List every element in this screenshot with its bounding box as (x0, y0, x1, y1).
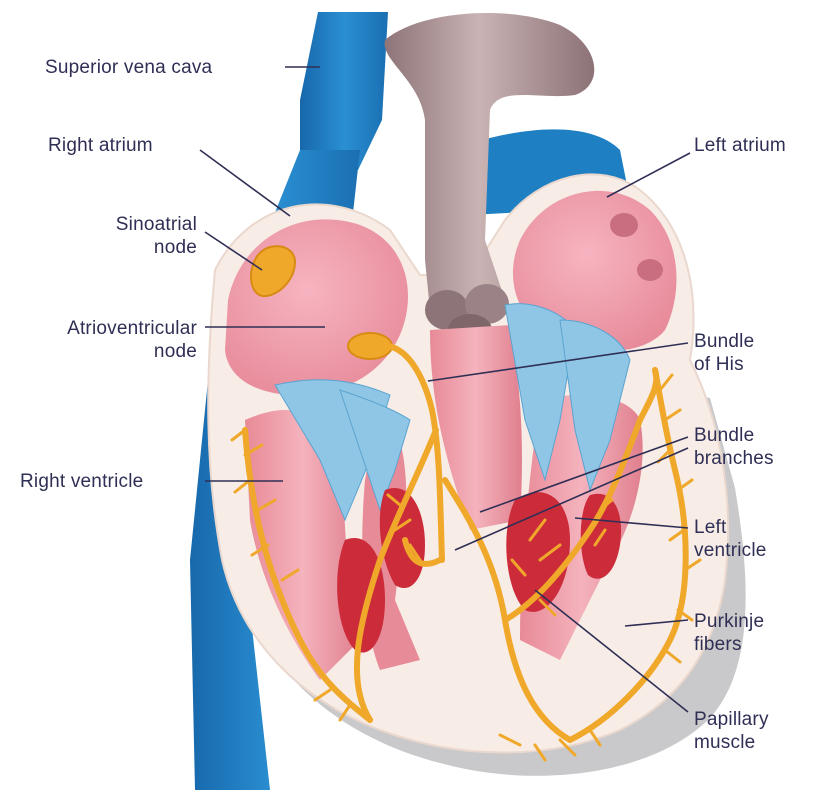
label-text: node (67, 340, 197, 363)
label-right-atrium: Right atrium (48, 134, 153, 157)
label-atrioventricular-node: Atrioventricular node (67, 317, 197, 363)
pulmonary-vein-opening (610, 213, 638, 237)
label-text: Right ventricle (20, 470, 143, 493)
label-text: Atrioventricular (67, 317, 197, 340)
label-superior-vena-cava: Superior vena cava (45, 56, 212, 79)
label-text: Right atrium (48, 134, 153, 157)
pulmonary-vein-opening (637, 259, 663, 281)
label-bundle-branches: Bundle branches (694, 424, 774, 470)
label-text: branches (694, 447, 774, 470)
label-text: Bundle (694, 424, 774, 447)
label-text: Left (694, 516, 767, 539)
label-sinoatrial-node: Sinoatrial node (116, 213, 197, 259)
label-text: Sinoatrial (116, 213, 197, 236)
label-text: Purkinje (694, 610, 764, 633)
label-text: Papillary (694, 708, 769, 731)
label-left-ventricle: Left ventricle (694, 516, 767, 562)
label-left-atrium: Left atrium (694, 134, 786, 157)
label-purkinje-fibers: Purkinje fibers (694, 610, 764, 656)
label-text: fibers (694, 633, 764, 656)
label-papillary-muscle: Papillary muscle (694, 708, 769, 754)
label-text: Left atrium (694, 134, 786, 157)
label-bundle-of-his: Bundle of His (694, 330, 754, 376)
label-text: Bundle (694, 330, 754, 353)
label-text: Superior vena cava (45, 56, 212, 79)
label-text: of His (694, 353, 754, 376)
label-text: ventricle (694, 539, 767, 562)
label-text: muscle (694, 731, 769, 754)
label-right-ventricle: Right ventricle (20, 470, 143, 493)
label-text: node (116, 236, 197, 259)
